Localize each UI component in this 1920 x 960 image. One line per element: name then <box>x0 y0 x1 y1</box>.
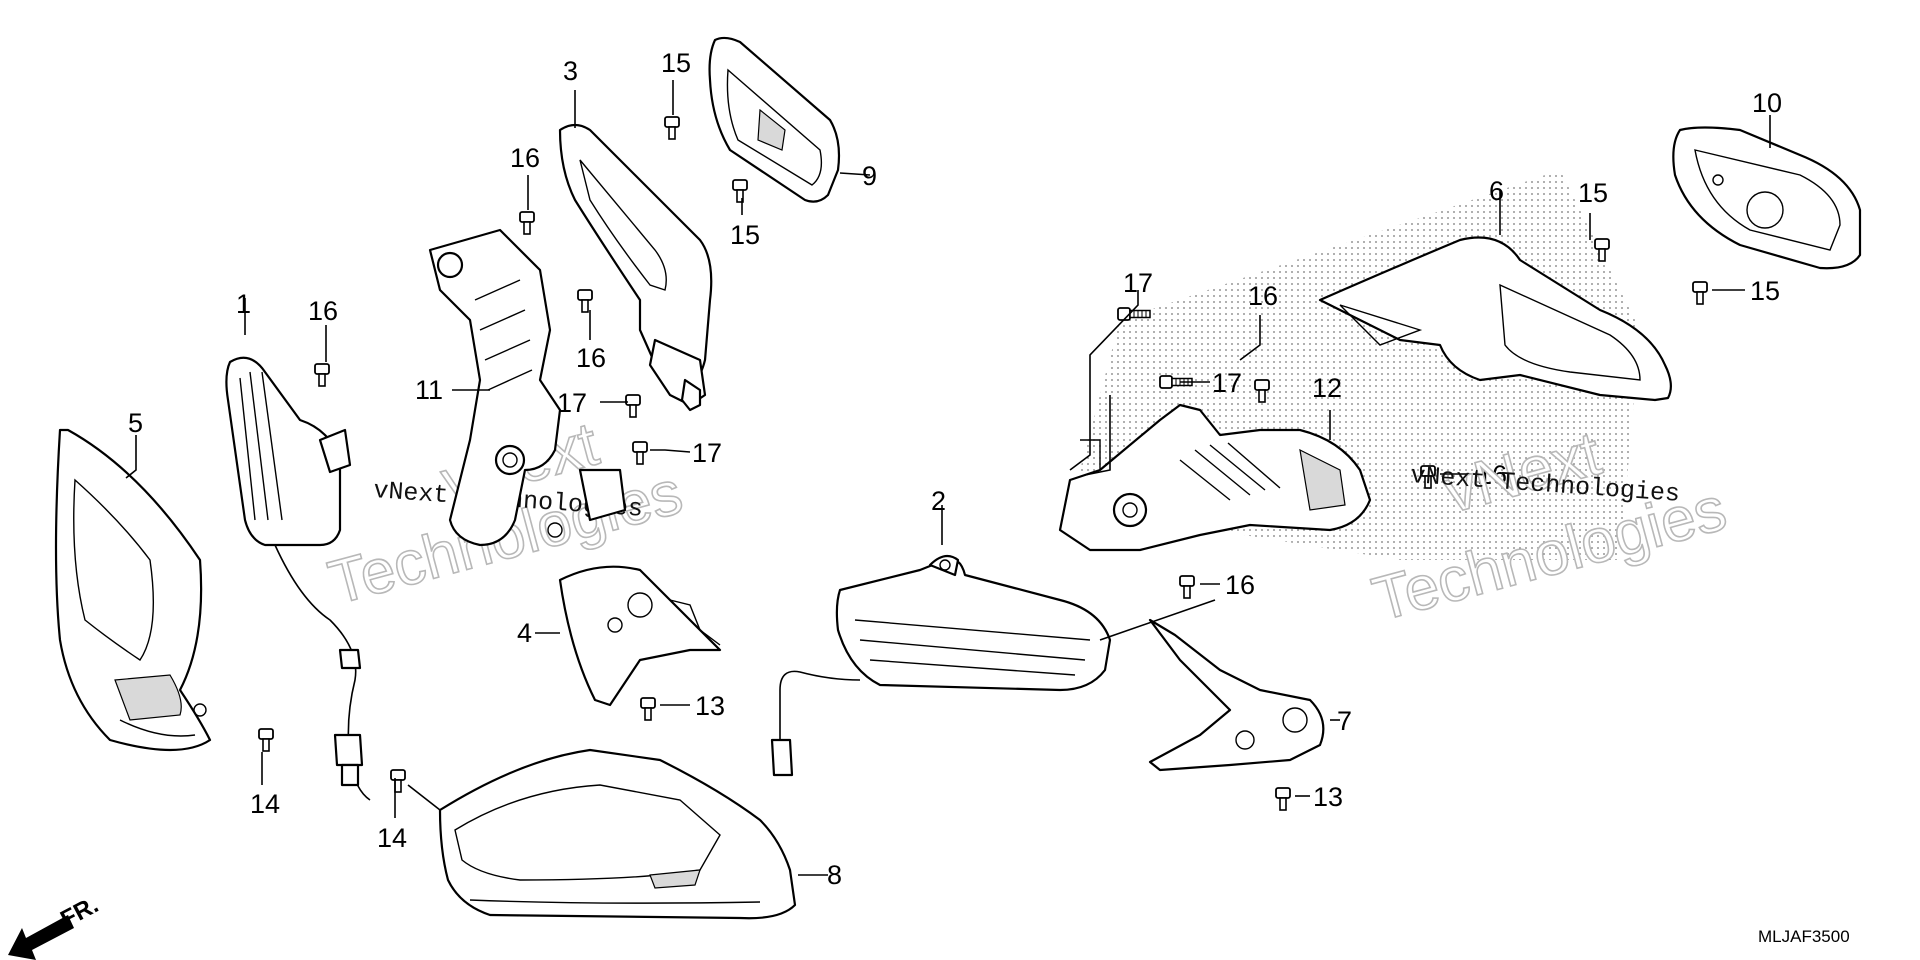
callout-10: 10 <box>1752 88 1782 118</box>
callout-16-f: 16 <box>1225 570 1255 600</box>
part-6-mirror-frame-right <box>1318 236 1672 402</box>
part-9-mirror-glass-upper <box>708 36 841 203</box>
bolt-16-f <box>1179 575 1195 599</box>
callout-14-a: 14 <box>250 789 280 819</box>
callout-17-d: 17 <box>692 438 722 468</box>
callout-17-c: 17 <box>557 388 587 418</box>
callout-17-a: 17 <box>1123 268 1153 298</box>
callout-17-b: 17 <box>1212 368 1242 398</box>
callout-12: 12 <box>1312 373 1342 403</box>
callout-13-a: 13 <box>695 691 725 721</box>
callout-15-b: 15 <box>730 220 760 250</box>
callout-labels: 1 2 3 4 5 6 7 8 9 10 11 12 13 13 14 14 1… <box>128 48 1782 890</box>
bolt-16-b <box>577 289 593 313</box>
diagram-code: MLJAF3500 <box>1758 927 1850 946</box>
bolt-13-b <box>1275 787 1291 811</box>
callout-13-b: 13 <box>1313 782 1343 812</box>
callout-15-a: 15 <box>661 48 691 78</box>
bolt-17-c <box>625 394 641 418</box>
callout-15-d: 15 <box>1750 276 1780 306</box>
part-1-turn-signal-lens-left <box>225 356 371 801</box>
bolt-15-d <box>1692 281 1708 305</box>
callout-14-b: 14 <box>377 823 407 853</box>
part-4-lower-cover-left <box>558 565 722 707</box>
callout-16-e: 16 <box>1477 460 1507 490</box>
callout-4: 4 <box>517 618 532 648</box>
front-direction-arrow: FR. <box>8 891 103 960</box>
callout-11: 11 <box>415 375 443 405</box>
bolt-16-c <box>314 363 330 387</box>
bolt-13-a <box>640 697 656 721</box>
leader-lines <box>125 80 1771 876</box>
bolt-16-a <box>519 211 535 235</box>
callout-6: 6 <box>1489 176 1504 206</box>
bolt-15-a <box>664 116 680 140</box>
part-12-mirror-bracket-right <box>1058 403 1372 552</box>
part-5-mirror-housing-left <box>54 428 212 752</box>
callout-15-c: 15 <box>1578 178 1608 208</box>
callout-9: 9 <box>862 161 877 191</box>
bolt-14-b <box>390 769 406 793</box>
part-10-mirror-glass-right <box>1672 126 1862 270</box>
callout-7: 7 <box>1337 706 1352 736</box>
callout-16-c: 16 <box>308 296 338 326</box>
watermark-right: vNext Technologies vNext Technologies <box>1365 418 1734 635</box>
part-2-turn-signal-right <box>770 554 1112 777</box>
callout-16-d: 16 <box>1248 281 1278 311</box>
callout-3: 3 <box>563 56 578 86</box>
callout-16-a: 16 <box>510 143 540 173</box>
callout-8: 8 <box>827 860 842 890</box>
callout-1: 1 <box>236 289 251 319</box>
callout-2: 2 <box>931 486 946 516</box>
callout-5: 5 <box>128 408 143 438</box>
bolt-17-d <box>632 441 648 465</box>
part-11-mirror-bracket-left <box>428 228 627 547</box>
part-7-lower-cover-right <box>1148 618 1325 772</box>
front-arrow-icon <box>8 915 74 960</box>
part-3-mirror-frame <box>558 123 713 412</box>
bolt-15-b <box>732 179 748 203</box>
part-8-lower-cover-large <box>438 748 797 920</box>
bolt-14-a <box>258 728 274 752</box>
callout-16-b: 16 <box>576 343 606 373</box>
